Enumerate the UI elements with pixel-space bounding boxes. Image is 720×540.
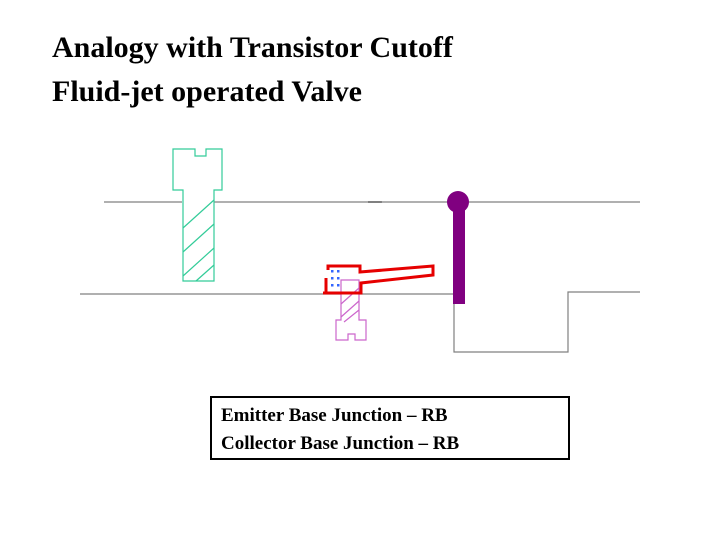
jet-dots bbox=[331, 270, 340, 287]
slide-title: Analogy with Transistor Cutoff Fluid-jet… bbox=[52, 26, 453, 114]
title-line-1: Analogy with Transistor Cutoff bbox=[52, 31, 453, 64]
legend-collector-base: Collector Base Junction – RB bbox=[221, 433, 460, 454]
lower-pipe-wall bbox=[80, 291, 640, 353]
junction-legend-box: Emitter Base Junction – RB Collector Bas… bbox=[210, 396, 570, 460]
legend-emitter-base: Emitter Base Junction – RB bbox=[221, 405, 448, 426]
valve-lever bbox=[323, 264, 435, 295]
emitter-screw bbox=[172, 148, 223, 282]
valve-stem bbox=[447, 191, 469, 304]
title-line-2: Fluid-jet operated Valve bbox=[52, 75, 362, 108]
collector-screw bbox=[335, 279, 367, 341]
